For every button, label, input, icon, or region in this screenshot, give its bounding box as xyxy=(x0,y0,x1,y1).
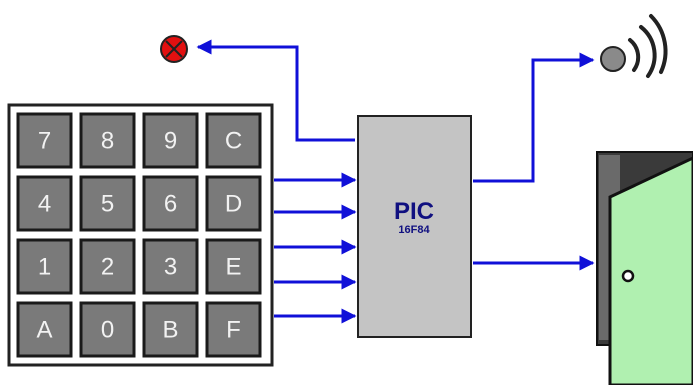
led-arrow xyxy=(196,39,355,142)
chip-title: PIC xyxy=(394,198,434,225)
keypad-key-face xyxy=(16,301,73,358)
keypad-key[interactable]: 8 xyxy=(79,112,136,169)
keypad-key-label: 0 xyxy=(101,317,114,344)
keypad-key-label: C xyxy=(225,128,242,155)
keypad-key-label: 9 xyxy=(164,128,177,155)
keypad-key-label: D xyxy=(225,191,242,218)
keypad-key-label: 2 xyxy=(101,254,114,281)
keypad-key-face xyxy=(142,175,199,232)
keypad-key-label: 6 xyxy=(164,191,177,218)
keypad-key-label: 1 xyxy=(38,254,51,281)
keypad-key-label: 5 xyxy=(101,191,114,218)
keypad-key-face xyxy=(16,238,73,295)
keypad-key[interactable]: 5 xyxy=(79,175,136,232)
keypad-key[interactable]: C xyxy=(205,112,262,169)
keypad-key-label: 3 xyxy=(164,254,177,281)
pic-chip: PIC 16F84 xyxy=(357,115,472,338)
keypad-key-face xyxy=(79,301,136,358)
keypad-key[interactable]: 3 xyxy=(142,238,199,295)
keypad-key-face xyxy=(79,175,136,232)
keypad-key[interactable]: 7 xyxy=(16,112,73,169)
keypad-key-label: A xyxy=(36,317,52,344)
keypad-key[interactable]: E xyxy=(205,238,262,295)
buzzer-arrow xyxy=(473,52,595,183)
keypad-key-face xyxy=(16,175,73,232)
keypad-key[interactable]: B xyxy=(142,301,199,358)
open-door-icon xyxy=(596,151,693,385)
keypad-key-label: 8 xyxy=(101,128,114,155)
keypad-key-face xyxy=(142,301,199,358)
chip-body xyxy=(357,115,472,338)
keypad-key-face xyxy=(142,238,199,295)
keypad-key[interactable]: 1 xyxy=(16,238,73,295)
keypad-key-face xyxy=(142,112,199,169)
keypad-key-label: 4 xyxy=(38,191,51,218)
keypad-key-label: B xyxy=(162,317,178,344)
keypad-key-face xyxy=(205,238,262,295)
door-knob xyxy=(621,269,635,283)
buzzer-sound-icon xyxy=(600,14,668,78)
chip-subtitle: 16F84 xyxy=(398,224,430,236)
keypad-key[interactable]: 4 xyxy=(16,175,73,232)
keypad-key[interactable]: 2 xyxy=(79,238,136,295)
keypad-key-face xyxy=(205,301,262,358)
red-led-cross-icon xyxy=(160,35,188,63)
keypad: 7 8 9 C 4 5 6 D 1 2 3 E A 0 B F xyxy=(7,103,274,367)
keypad-key-face xyxy=(79,238,136,295)
keypad-key-face xyxy=(205,112,262,169)
keypad-key-face xyxy=(16,112,73,169)
keypad-key[interactable]: A xyxy=(16,301,73,358)
keypad-key-label: 7 xyxy=(38,128,51,155)
keypad-key-face xyxy=(79,112,136,169)
keypad-key-label: E xyxy=(225,254,241,281)
keypad-to-chip-arrows xyxy=(274,172,357,324)
keypad-key-label: F xyxy=(226,317,241,344)
keypad-key[interactable]: 6 xyxy=(142,175,199,232)
keypad-key-face xyxy=(205,175,262,232)
keypad-key[interactable]: 9 xyxy=(142,112,199,169)
keypad-key[interactable]: F xyxy=(205,301,262,358)
keypad-key[interactable]: D xyxy=(205,175,262,232)
keypad-key[interactable]: 0 xyxy=(79,301,136,358)
